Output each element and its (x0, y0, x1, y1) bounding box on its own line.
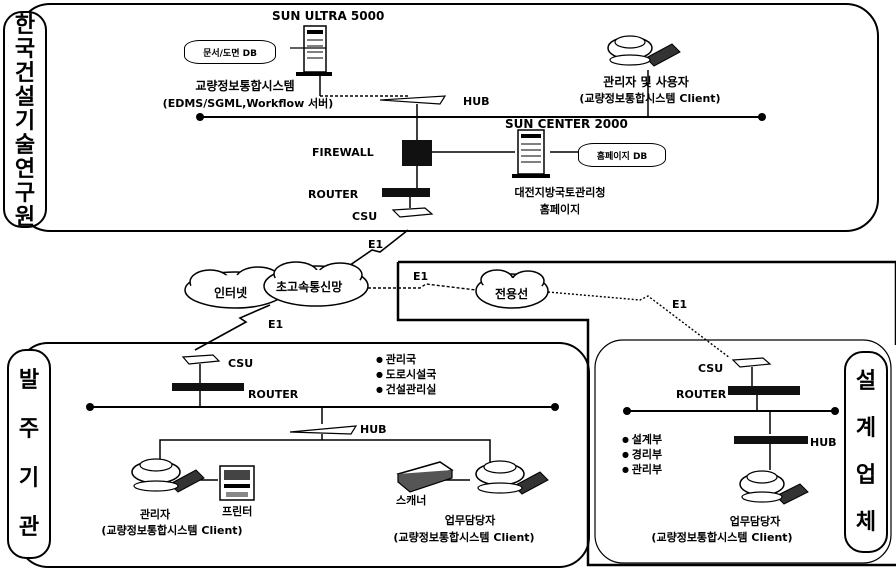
org-label-char: 계 (855, 415, 877, 441)
department-item: 설계부 (622, 432, 662, 447)
router-device (728, 386, 800, 395)
hub-device (289, 425, 358, 435)
document-db-icon: 문서/도면 DB (184, 40, 276, 64)
router-device (382, 188, 430, 197)
csu-label: CSU (698, 362, 724, 375)
hub-label: HUB (463, 95, 490, 108)
e1-mid-label: E1 (413, 270, 429, 283)
system-detail-label: (EDMS/SGML,Workflow 서버) (162, 97, 334, 110)
e1-link-left (194, 304, 271, 351)
workstation-icon (475, 460, 549, 495)
design-firm-region-frame (594, 339, 892, 564)
printer-icon (219, 465, 255, 501)
csu-device (391, 207, 434, 218)
router-label: ROUTER (676, 388, 727, 401)
csu-device (181, 354, 221, 365)
staff-sub-label: (교량정보통합시스템 Client) (393, 531, 535, 544)
printer-label: 프린터 (222, 505, 253, 518)
org-label-char: 국 (14, 37, 36, 62)
sun-center-label: SUN CENTER 2000 (505, 117, 628, 131)
design-firm-department-list: 설계부 경리부 관리부 (622, 432, 662, 477)
highspeed-network-cloud (263, 261, 369, 307)
org-label-char: 체 (855, 509, 877, 535)
staff-label: 업무담당자 (444, 514, 496, 527)
daejeon-office-label: 대전지방국토관리청 (514, 186, 606, 199)
system-name-label: 교량정보통합시스템 (195, 79, 295, 93)
department-item: 경리부 (622, 447, 662, 462)
org-label-char: 기 (14, 109, 36, 134)
firewall-label: FIREWALL (312, 146, 374, 159)
admin-label: 관리자 (139, 508, 171, 521)
dedicated-line-cloud (475, 269, 549, 309)
hub-label: HUB (810, 436, 837, 449)
hub-device (379, 95, 447, 105)
internet-cloud (184, 266, 286, 309)
org-label-char: 술 (14, 133, 36, 158)
document-db-label: 문서/도면 DB (203, 48, 257, 59)
kict-org-label: 한 국 건 설 기 술 연 구 원 (4, 13, 46, 230)
backbone-end-node (196, 113, 204, 121)
sun-center-server-icon (512, 129, 550, 178)
homepage-db-label: 홈페이지 DB (596, 151, 648, 162)
hub-label: HUB (360, 423, 387, 436)
org-label-char: 주 (18, 416, 40, 442)
admin-user-sub-label: (교량정보통합시스템 Client) (579, 92, 721, 105)
design-firm-org-label: 설 계 업 체 (845, 358, 887, 546)
scanner-icon (396, 461, 454, 493)
dedicated-line-label: 전용선 (495, 287, 529, 301)
e1-left-label: E1 (268, 318, 284, 331)
workstation-icon (131, 458, 205, 493)
router-label: ROUTER (248, 388, 299, 401)
staff-sub-label: (교량정보통합시스템 Client) (651, 531, 793, 544)
e1-link-right (547, 291, 731, 359)
workstation-icon (739, 470, 809, 505)
org-label-char: 구 (14, 181, 36, 206)
department-item: 도로시설국 (376, 367, 437, 382)
internet-label: 인터넷 (214, 286, 248, 300)
workstation-icon (607, 35, 681, 67)
client-agency-label-box (7, 349, 51, 559)
scanner-label: 스캐너 (396, 494, 427, 507)
router-device (172, 383, 244, 391)
router-label: ROUTER (308, 188, 359, 201)
e1-link-top (339, 229, 409, 273)
highspeed-network-label: 초고속통신망 (276, 280, 343, 294)
client-agency-department-list: 관리국 도로시설국 건설관리실 (376, 352, 437, 397)
csu-device (731, 357, 772, 368)
daejeon-homepage-label: 홈페이지 (539, 203, 581, 216)
org-label-char: 원 (14, 205, 36, 230)
department-item: 관리국 (376, 352, 436, 367)
staff-label: 업무담당자 (729, 515, 781, 528)
org-label-char: 발 (18, 367, 40, 393)
sun-ultra-server-icon (290, 25, 332, 76)
admin-sub-label: (교량정보통합시스템 Client) (101, 524, 243, 537)
department-item: 건설관리실 (376, 382, 437, 397)
sun-ultra-server-label: SUN ULTRA 5000 (272, 9, 385, 23)
hub-device (734, 436, 808, 444)
admin-user-label: 관리자 및 사용자 (603, 75, 689, 89)
backbone-end-node (758, 113, 766, 121)
firewall-device (402, 140, 432, 166)
design-firm-outer-frame (396, 260, 896, 567)
org-label-char: 관 (18, 514, 40, 540)
org-label-char: 한 (14, 13, 36, 38)
client-agency-org-label: 발 주 기 관 (8, 356, 50, 552)
design-firm-label-box (844, 351, 888, 553)
org-label-char: 건 (14, 61, 36, 86)
homepage-db-icon: 홈페이지 DB (578, 143, 666, 167)
e1-right-label: E1 (672, 298, 688, 311)
org-label-char: 설 (14, 85, 36, 110)
csu-label: CSU (228, 357, 254, 370)
e1-top-label: E1 (368, 238, 384, 251)
csu-label: CSU (352, 210, 378, 223)
org-label-char: 업 (855, 462, 877, 488)
org-label-char: 연 (14, 157, 36, 182)
org-label-char: 설 (855, 368, 877, 394)
kict-label-box (3, 11, 47, 228)
department-item: 관리부 (622, 462, 662, 477)
e1-link-mid (368, 283, 477, 291)
org-label-char: 기 (18, 465, 40, 491)
